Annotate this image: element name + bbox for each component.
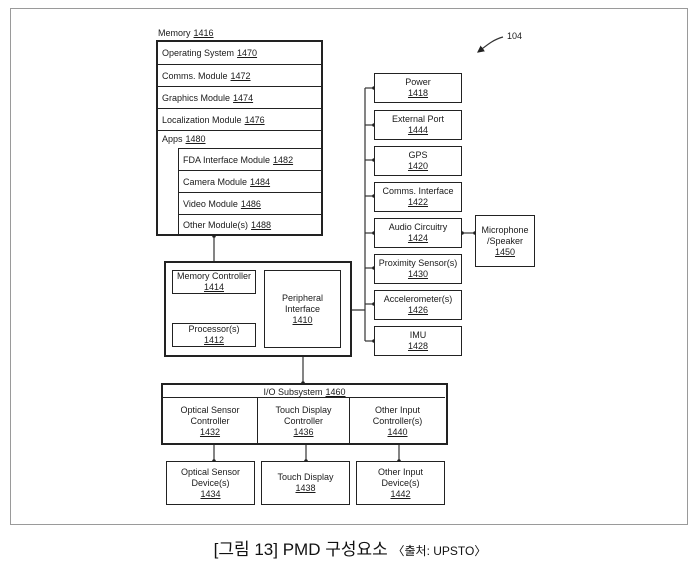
imu-label: IMU (409, 330, 427, 340)
apps-row-label: Camera Module (183, 176, 248, 187)
optical-sensor-device-num: 1434 (200, 488, 221, 499)
other-input-device-label: Other Input Device(s) (377, 466, 424, 488)
peripheral-interface-num: 1410 (292, 314, 313, 325)
memory-row-label: Comms. Module (162, 70, 228, 81)
optical-sensor-device-label: Optical Sensor Device(s) (180, 466, 241, 488)
memory-controller-num: 1414 (203, 282, 225, 292)
optical-sensor-controller-num: 1432 (199, 426, 221, 437)
apps-row-num: 1486 (240, 198, 261, 209)
other-input-device-num: 1442 (390, 488, 411, 499)
proximity-sensor-label: Proximity Sensor(s) (378, 258, 458, 268)
power-label: Power (405, 77, 431, 87)
other-input-controller: Other Input Controller(s)1440 (350, 397, 445, 444)
microphone-speaker-num: 1450 (494, 246, 516, 257)
memory-title-text: Memory (158, 28, 191, 38)
proximity-sensor-box: Proximity Sensor(s)1430 (374, 254, 462, 284)
memory-row-label: Operating System (162, 48, 235, 58)
memory-row-num: 1472 (230, 70, 251, 81)
memory-row-num: 1474 (233, 92, 254, 103)
other-input-controller-num: 1440 (387, 426, 408, 437)
comms-interface-num: 1422 (407, 197, 429, 207)
apps-row-num: 1488 (251, 220, 272, 230)
peripheral-interface-label: Peripheral Interface (281, 292, 324, 314)
comms-interface-label: Comms. Interface (382, 186, 454, 196)
touch-display-controller-label: Touch Display Controller (275, 404, 332, 426)
microphone-speaker-label: Microphone /Speaker (481, 224, 529, 246)
touch-display-num: 1438 (295, 483, 316, 493)
accelerometer-label: Accelerometer(s) (383, 294, 453, 304)
caption-source: 〈출처: UPSTO〉 (392, 544, 487, 558)
io-title-num: 1460 (325, 387, 346, 397)
accelerometer-num: 1426 (407, 305, 429, 315)
memory-controller-label: Memory Controller (176, 271, 252, 281)
other-input-controller-label: Other Input Controller(s) (372, 404, 423, 426)
caption-main: [그림 13] PMD 구성요소 (213, 540, 388, 559)
external-port-label: External Port (391, 114, 445, 124)
audio-circuitry-label: Audio Circuitry (388, 222, 448, 232)
power-num: 1418 (407, 88, 429, 98)
memory-row-label: Localization Module (162, 114, 242, 125)
io-title-text: I/O Subsystem (263, 387, 323, 397)
other-input-device-box: Other Input Device(s)1442 (356, 461, 445, 505)
apps-row-label: Video Module (183, 198, 238, 209)
external-port-num: 1444 (407, 125, 429, 135)
figure-ref-label: 104 (507, 31, 523, 41)
audio-circuitry-num: 1424 (407, 233, 429, 243)
optical-sensor-controller-label: Optical Sensor Controller (180, 404, 240, 426)
apps-row-label: FDA Interface Module (183, 154, 271, 165)
gps-label: GPS (408, 150, 428, 160)
gps-num: 1420 (407, 161, 429, 171)
memory-row-label: Apps (162, 134, 183, 144)
processor-box: Processor(s)1412 (172, 323, 256, 347)
proximity-sensor-num: 1430 (407, 269, 429, 279)
apps-row-num: 1484 (250, 176, 271, 187)
processor-label: Processor(s) (188, 324, 240, 334)
optical-sensor-device-box: Optical Sensor Device(s)1434 (166, 461, 255, 505)
memory-row-num: 1480 (185, 134, 206, 144)
memory-row-num: 1476 (244, 114, 265, 125)
imu-num: 1428 (407, 341, 429, 351)
touch-display-controller-num: 1436 (293, 426, 314, 437)
memory-row-label: Graphics Module (162, 92, 231, 103)
apps-row-num: 1482 (273, 154, 294, 165)
apps-row-other: Other Module(s)1488 (178, 214, 322, 235)
touch-display-label: Touch Display (277, 472, 334, 482)
figure-caption: [그림 13] PMD 구성요소 〈출처: UPSTO〉 (0, 535, 700, 560)
apps-row-label: Other Module(s) (183, 220, 249, 230)
accelerometer-box: Accelerometer(s)1426 (374, 290, 462, 320)
memory-num: 1416 (193, 28, 214, 38)
memory-row-num: 1470 (237, 48, 258, 58)
processor-num: 1412 (203, 335, 225, 345)
